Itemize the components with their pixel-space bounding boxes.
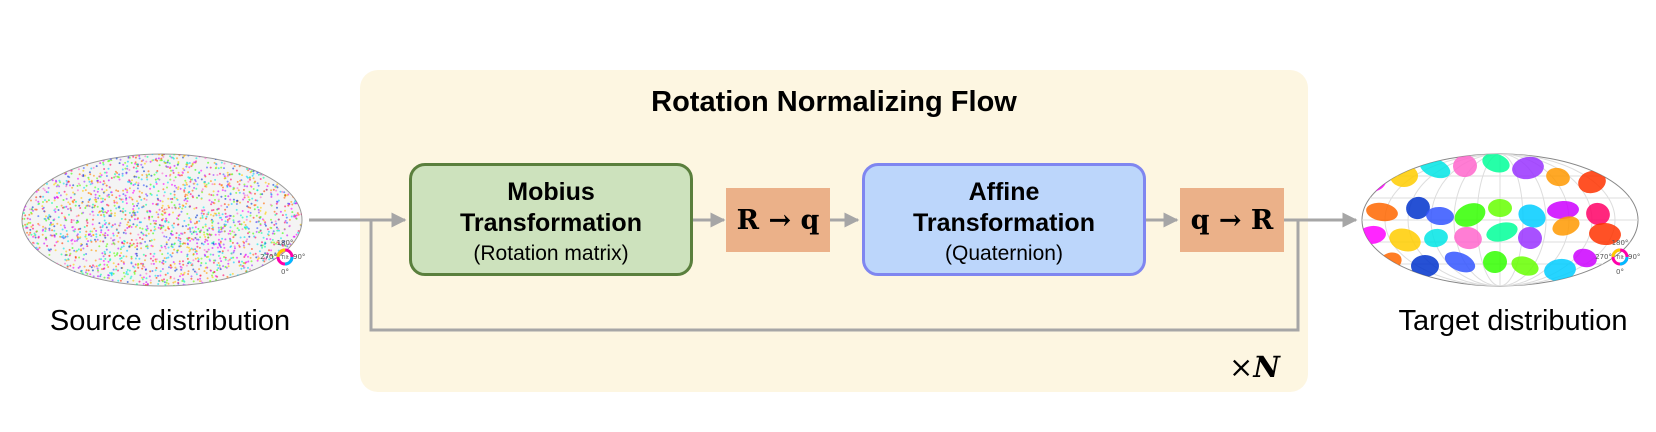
target-cluster bbox=[1426, 206, 1454, 226]
affine-title-line1: Affine bbox=[968, 178, 1040, 206]
target-cluster bbox=[1389, 228, 1421, 252]
skip-connection-line bbox=[369, 220, 1300, 332]
target-cluster bbox=[1511, 256, 1539, 276]
target-cluster bbox=[1424, 228, 1448, 248]
target-cluster bbox=[1552, 216, 1580, 236]
times-symbol: × bbox=[1229, 350, 1254, 384]
affine-subtitle: (Quaternion) bbox=[945, 242, 1063, 265]
target-cluster bbox=[1518, 204, 1546, 228]
target-cluster bbox=[1486, 222, 1518, 242]
mobius-subtitle: (Rotation matrix) bbox=[473, 242, 629, 265]
source-distribution-label: Source distribution bbox=[49, 305, 291, 337]
mobius-transformation-box: Mobius Transformation (Rotation matrix) bbox=[409, 163, 693, 276]
target-cluster bbox=[1444, 251, 1476, 273]
target-cluster bbox=[1586, 202, 1610, 226]
target-cluster bbox=[1454, 203, 1486, 227]
quaternion-to-rotation-block: q → R bbox=[1180, 188, 1284, 252]
source-tick-top: 180° bbox=[277, 239, 294, 247]
repeat-count-symbol: N bbox=[1253, 350, 1280, 384]
target-cluster bbox=[1482, 154, 1510, 173]
mobius-title-line2: Transformation bbox=[460, 209, 642, 237]
repeat-n-label: ×N bbox=[1229, 350, 1280, 384]
affine-transformation-box: Affine Transformation (Quaternion) bbox=[862, 163, 1146, 276]
affine-title-line2: Transformation bbox=[913, 209, 1095, 237]
target-cluster bbox=[1547, 200, 1579, 220]
target-tick-center: Tilt bbox=[1615, 255, 1624, 261]
target-cluster bbox=[1366, 202, 1398, 222]
target-cluster bbox=[1546, 167, 1570, 187]
source-tick-left: 270° bbox=[260, 253, 277, 261]
target-cluster bbox=[1544, 258, 1576, 282]
target-cluster bbox=[1406, 196, 1430, 220]
target-tilt-wheel: 180° 270° Tilt 90° 0° bbox=[1595, 239, 1640, 276]
source-tick-bottom: 0° bbox=[281, 268, 289, 276]
target-cluster bbox=[1411, 255, 1439, 277]
target-cluster bbox=[1589, 222, 1621, 246]
target-cluster bbox=[1518, 226, 1542, 250]
target-cluster bbox=[1483, 250, 1507, 274]
target-cluster bbox=[1578, 170, 1606, 194]
source-tick-center: Tilt bbox=[280, 255, 289, 261]
target-tick-left: 270° bbox=[1595, 253, 1612, 261]
target-cluster bbox=[1512, 156, 1544, 180]
target-cluster bbox=[1488, 198, 1512, 218]
target-clusters bbox=[1362, 154, 1621, 282]
target-tick-top: 180° bbox=[1612, 239, 1629, 247]
target-cluster bbox=[1454, 226, 1482, 250]
rotation-to-quaternion-block: R → q bbox=[726, 188, 830, 252]
source-tilt-wheel: 180° 270° Tilt 90° 0° bbox=[260, 239, 305, 276]
target-distribution-plot: 180° 270° Tilt 90° 0° bbox=[1361, 153, 1640, 287]
target-distribution-label: Target distribution bbox=[1398, 305, 1628, 337]
mobius-title-line1: Mobius bbox=[507, 178, 595, 206]
source-tick-right: 90° bbox=[293, 253, 305, 261]
target-cluster bbox=[1453, 154, 1477, 178]
flow-title: Rotation Normalizing Flow bbox=[651, 86, 1017, 118]
target-cluster bbox=[1573, 248, 1597, 268]
target-tick-right: 90° bbox=[1628, 253, 1640, 261]
source-distribution-plot: 180° 270° Tilt 90° 0° bbox=[21, 153, 305, 287]
target-tick-bottom: 0° bbox=[1616, 268, 1624, 276]
